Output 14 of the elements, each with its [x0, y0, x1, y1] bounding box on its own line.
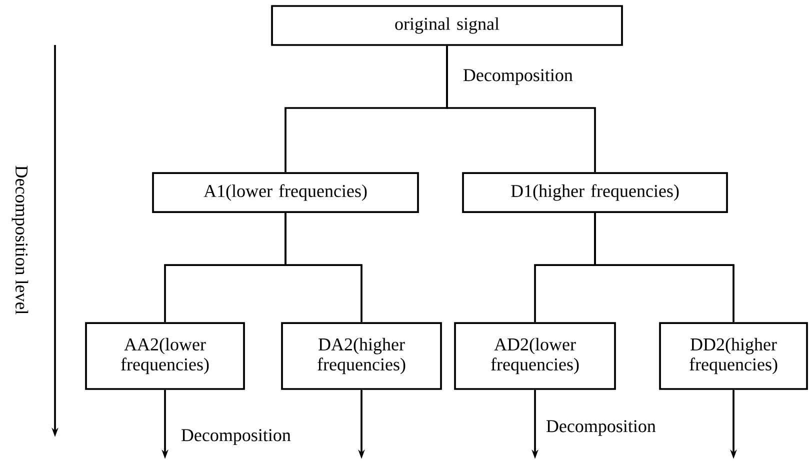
process-box: D1(higher frequencies)	[462, 172, 728, 213]
connector-line	[446, 46, 596, 172]
step-label: Decomposition	[546, 420, 656, 436]
process-box: AD2(lower frequencies)	[454, 322, 616, 390]
process-box: DD2(higher frequencies)	[659, 322, 808, 390]
axis-label: Decomposition level	[12, 166, 28, 314]
process-box: A1(lower frequencies)	[152, 172, 419, 213]
process-box: original signal	[271, 5, 623, 46]
step-label: Decomposition	[181, 429, 291, 445]
connector-line	[594, 212, 734, 322]
step-label: Decomposition	[463, 69, 573, 85]
connector-line	[284, 212, 362, 322]
process-box: AA2(lower frequencies)	[85, 322, 245, 390]
process-box: DA2(higher frequencies)	[281, 322, 442, 390]
